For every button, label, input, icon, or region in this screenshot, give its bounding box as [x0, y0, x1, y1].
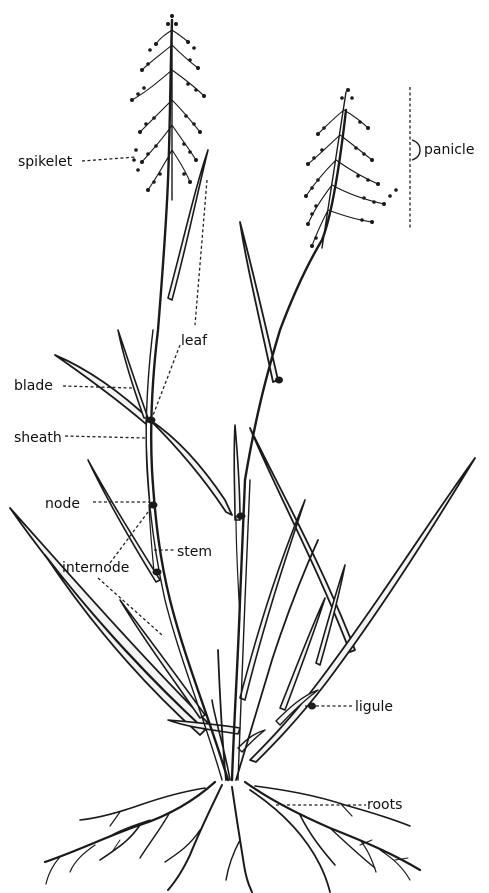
label-stem: stem [177, 544, 212, 560]
right-panicle-spikelets [304, 88, 398, 248]
node-marker-4 [237, 513, 245, 519]
label-spikelet: spikelet [18, 154, 73, 170]
label-panicle: panicle [424, 142, 474, 158]
label-internode: internode [62, 560, 129, 576]
node-marker-1 [147, 417, 155, 423]
label-roots: roots [367, 797, 402, 813]
label-sheath: sheath [14, 430, 62, 446]
label-ligule: ligule [355, 699, 393, 715]
label-blade: blade [14, 378, 53, 394]
roots-illustration [45, 782, 420, 892]
panicle-bracket-icon [412, 140, 420, 160]
label-leaf: leaf [181, 333, 208, 349]
label-node: node [45, 496, 80, 512]
node-marker-5 [276, 377, 283, 383]
